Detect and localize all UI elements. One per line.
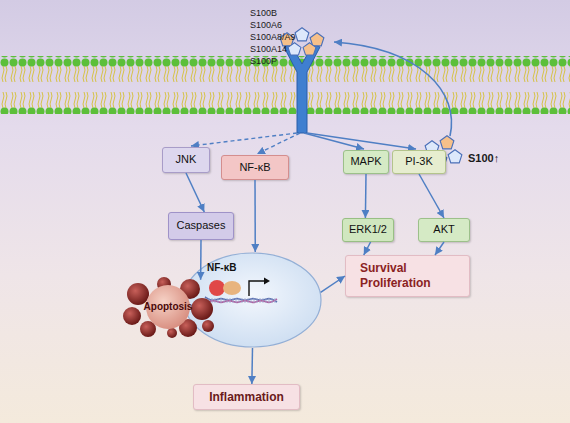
node-text: AKT	[433, 223, 454, 237]
dna-rung	[242, 298, 243, 303]
apoptotic-body	[123, 307, 141, 325]
kinase-box: AKT	[418, 218, 470, 242]
signal-connector	[419, 174, 444, 218]
protein-name: S100A8/A9	[250, 32, 296, 42]
factor-box: NF-κB	[221, 155, 289, 180]
secretion-arrow	[334, 42, 452, 136]
dna-strand	[205, 299, 277, 304]
outcome-box: Survival Proliferation	[345, 255, 470, 297]
apoptotic-body	[167, 328, 177, 338]
cell-membrane	[0, 56, 570, 114]
dna-rung	[245, 298, 246, 303]
signal-connector	[364, 242, 371, 255]
dna-rung	[212, 298, 213, 303]
s100-pentagon	[310, 33, 324, 46]
signal-connector	[321, 276, 345, 292]
dna-rung	[272, 298, 273, 303]
signal-arrow	[304, 133, 364, 149]
node-text: NF-κB	[207, 262, 236, 275]
signal-arrow	[191, 133, 297, 146]
protein-subunit	[223, 281, 241, 295]
node-text: PI-3K	[405, 155, 433, 169]
dna-rung	[221, 298, 222, 303]
dna-rung	[254, 298, 255, 303]
node-text: Inflammation	[209, 390, 284, 405]
dna-rung	[230, 298, 231, 303]
s100-pentagon	[448, 150, 462, 163]
dna-rung	[215, 298, 216, 303]
node-text: Caspases	[177, 219, 226, 233]
dna-rung	[266, 298, 267, 303]
signal-connector	[365, 174, 367, 218]
protein-name: S100A6	[250, 20, 282, 30]
dna-rung	[251, 298, 252, 303]
nucleus-membrane	[184, 253, 321, 347]
dna-rung	[257, 298, 258, 303]
node-text: JNK	[176, 153, 197, 167]
kinase-box: JNK	[162, 147, 210, 173]
dna-rung	[269, 298, 270, 303]
dna-rung	[239, 298, 240, 303]
signal-connector	[435, 242, 444, 255]
dna-rung	[260, 298, 261, 303]
dna-rung	[248, 298, 249, 303]
protein-subunit	[209, 280, 225, 296]
dna-rung	[233, 298, 234, 303]
dna-rung	[218, 298, 219, 303]
enzyme-box: Caspases	[168, 212, 234, 240]
node-text: Apoptosis	[144, 301, 193, 314]
signal-connector	[254, 180, 256, 252]
transcription-arrow	[249, 281, 264, 296]
kinase-box: PI-3K	[392, 150, 446, 174]
receptor	[284, 44, 320, 133]
signal-arrow	[307, 133, 416, 149]
s100-pentagon	[295, 28, 309, 41]
kinase-box: ERK1/2	[342, 218, 394, 242]
node-text: MAPK	[350, 155, 381, 169]
apoptosis-cluster: Apoptosis	[120, 276, 216, 338]
kinase-box: MAPK	[343, 150, 389, 174]
dna-rung	[236, 298, 237, 303]
transcription-arrow-head	[264, 278, 270, 285]
s100-pentagon	[303, 43, 316, 55]
node-text: Survival Proliferation	[360, 261, 448, 291]
upregulation-label: S100↑	[468, 152, 499, 164]
protein-name: S100A14	[250, 44, 287, 54]
protein-name: S100P	[250, 56, 277, 66]
dna-rung	[224, 298, 225, 303]
apoptotic-body	[191, 298, 213, 320]
signal-connector	[186, 173, 204, 212]
dna-rung	[263, 298, 264, 303]
signal-connector	[251, 348, 253, 384]
dna-rung	[275, 298, 276, 303]
node-text: ERK1/2	[349, 223, 387, 237]
signal-arrow	[257, 133, 300, 154]
apoptotic-body	[202, 320, 214, 332]
dna-rung	[227, 298, 228, 303]
s100-pentagon	[440, 136, 454, 149]
node-text: NF-κB	[239, 161, 270, 175]
signal-connector	[200, 240, 202, 280]
protein-name: S100B	[250, 8, 277, 18]
s100-pentagon	[288, 43, 301, 55]
outcome-box: Inflammation	[193, 384, 300, 410]
